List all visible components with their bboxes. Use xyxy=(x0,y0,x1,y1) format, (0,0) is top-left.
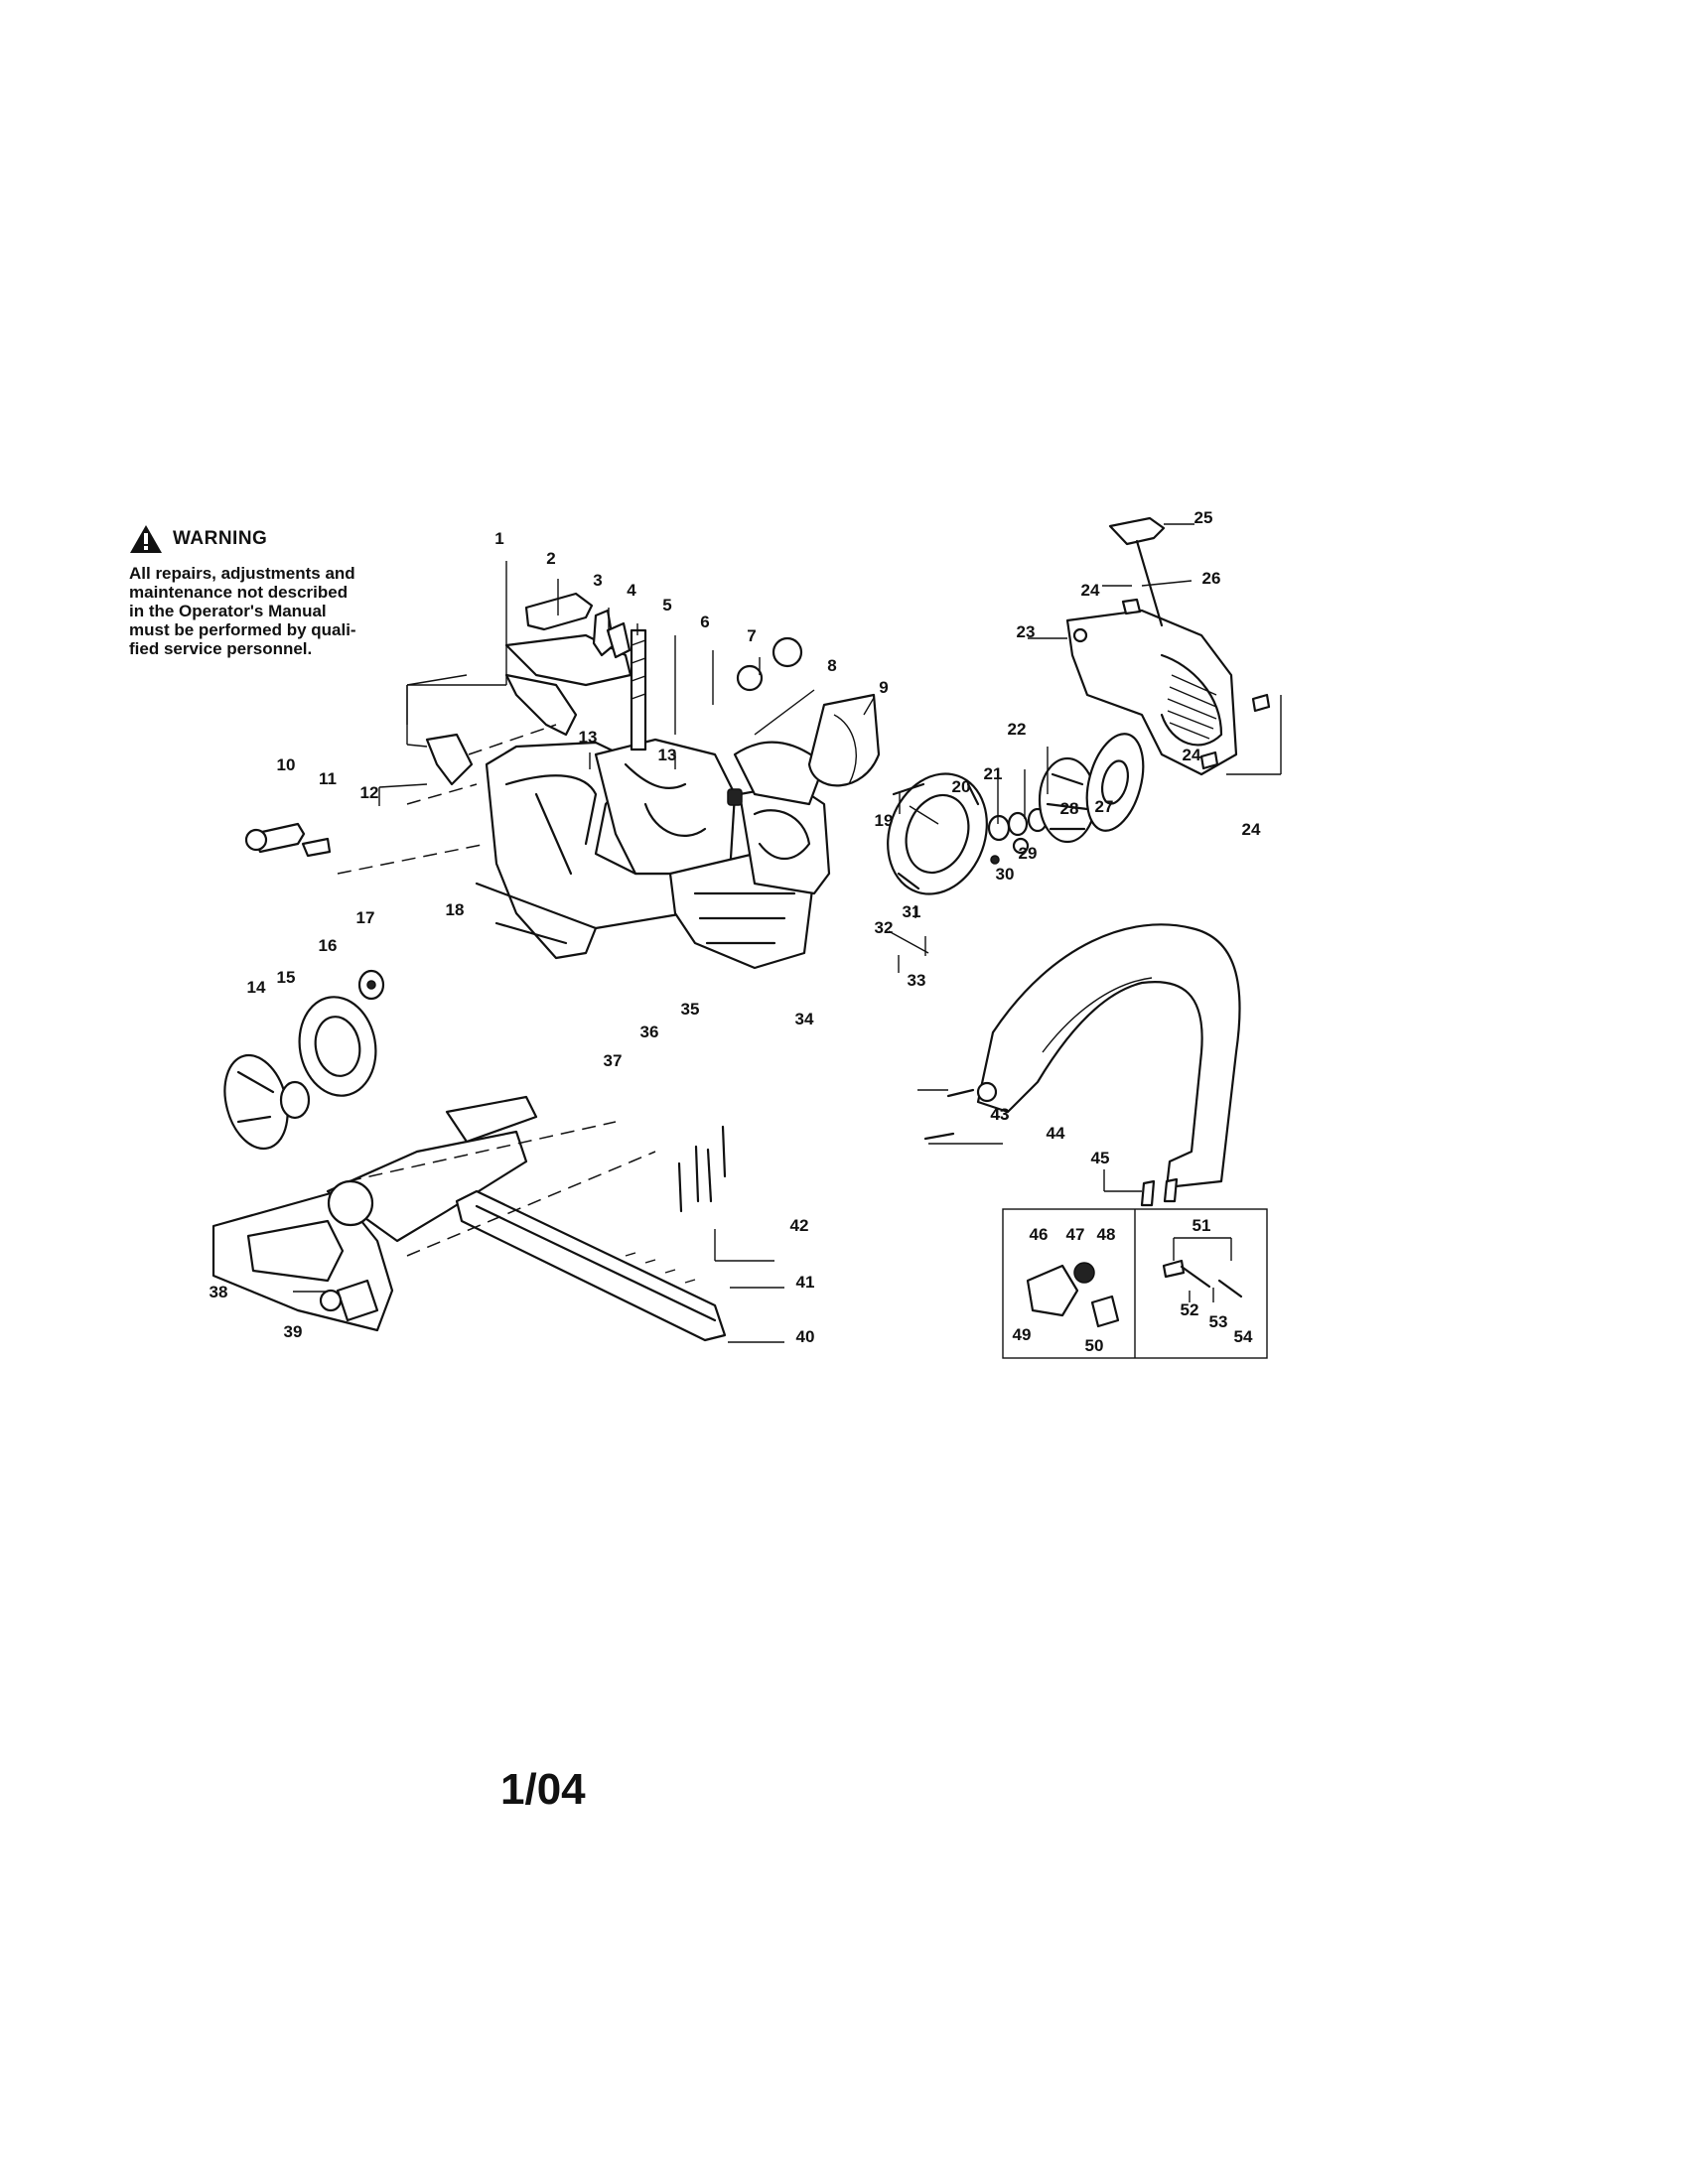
part-number-label: 33 xyxy=(908,971,926,990)
warning-notice: WARNING All repairs, adjustments and mai… xyxy=(129,524,417,658)
inset-detail-box xyxy=(1002,1208,1268,1359)
part-number-label: 53 xyxy=(1209,1312,1228,1331)
part-number-label: 2 xyxy=(546,549,555,568)
part-number-label: 34 xyxy=(795,1010,814,1028)
part-number-label: 5 xyxy=(662,596,671,614)
switch-parts xyxy=(524,592,647,751)
part-number-label: 10 xyxy=(277,755,296,774)
part-number-label: 20 xyxy=(952,777,971,796)
part-number-label: 44 xyxy=(1047,1124,1065,1143)
part-number-label: 9 xyxy=(879,678,888,697)
part-number-label: 13 xyxy=(579,728,598,747)
carb-parts xyxy=(727,636,881,806)
part-number-label: 16 xyxy=(319,936,338,955)
part-number-label: 22 xyxy=(1008,720,1027,739)
part-number-label: 43 xyxy=(991,1105,1010,1124)
part-number-label: 7 xyxy=(747,626,756,645)
part-number-label: 51 xyxy=(1193,1216,1211,1235)
part-number-label: 30 xyxy=(996,865,1015,884)
revision-date: 1/04 xyxy=(500,1765,586,1814)
part-number-label: 43 xyxy=(991,1105,1010,1124)
part-number-label: 19 xyxy=(875,811,894,830)
leader-lines xyxy=(293,523,1282,1343)
part-number-label: 28 xyxy=(1060,799,1079,818)
throttle-parts xyxy=(406,673,578,786)
warning-line: fied service personnel. xyxy=(129,639,313,659)
part-number-label: 39 xyxy=(284,1322,303,1341)
part-number-label: 13 xyxy=(658,746,677,764)
part-number-label: 1 xyxy=(494,529,503,548)
warning-title: WARNING xyxy=(173,528,268,549)
warning-line: in the Operator's Manual xyxy=(129,602,327,621)
part-number-label: 17 xyxy=(356,908,375,927)
part-number-label: 15 xyxy=(277,968,296,987)
part-number-label: 29 xyxy=(1019,844,1038,863)
part-number-label: 41 xyxy=(796,1273,815,1292)
bar-and-chain xyxy=(211,1095,727,1342)
clutch-drum-parts xyxy=(223,969,385,1151)
part-number-label: 18 xyxy=(446,900,465,919)
part-number-label: 4 xyxy=(627,581,636,600)
warning-line: All repairs, adjustments and xyxy=(129,564,355,583)
part-number-label: 48 xyxy=(1097,1225,1116,1244)
warning-line: maintenance not described xyxy=(129,583,349,603)
part-number-label: 46 xyxy=(1030,1225,1049,1244)
part-number-label: 32 xyxy=(875,918,894,937)
part-number-label: 50 xyxy=(1085,1336,1104,1355)
part-number-label: 3 xyxy=(593,571,602,590)
part-number-label: 36 xyxy=(640,1023,659,1041)
part-number-label: 25 xyxy=(1194,508,1213,527)
part-number-label: 37 xyxy=(604,1051,623,1070)
bar-bolts xyxy=(677,1125,727,1213)
part-number-label: 23 xyxy=(1017,622,1036,641)
front-handle xyxy=(923,923,1241,1207)
part-number-label: 49 xyxy=(1013,1325,1032,1344)
part-number-label: 47 xyxy=(1066,1225,1085,1244)
part-number-label: 11 xyxy=(319,769,337,788)
part-number-label: 14 xyxy=(247,978,266,997)
part-number-label: 24 xyxy=(1242,820,1261,839)
part-number-label: 6 xyxy=(700,613,709,631)
brake-parts xyxy=(244,783,488,875)
part-number-label: 54 xyxy=(1234,1327,1253,1346)
part-number-label: 27 xyxy=(1095,797,1114,816)
engine-housing xyxy=(475,633,831,970)
warning-triangle-icon xyxy=(130,525,162,553)
starter-housing xyxy=(1065,516,1271,776)
part-number-label: 24 xyxy=(1183,746,1201,764)
part-number-label: 26 xyxy=(1202,569,1221,588)
part-number-label: 8 xyxy=(827,656,836,675)
part-number-label: 21 xyxy=(984,764,1003,783)
part-number-label: 24 xyxy=(1081,581,1100,600)
part-number-label: 12 xyxy=(360,783,379,802)
part-number-label: 40 xyxy=(796,1327,815,1346)
part-number-label: 38 xyxy=(210,1283,228,1301)
part-number-label: 42 xyxy=(790,1216,809,1235)
part-number-label: 52 xyxy=(1181,1300,1199,1319)
part-number-label: 45 xyxy=(1091,1149,1110,1167)
part-number-label: 35 xyxy=(681,1000,700,1019)
warning-line: must be performed by quali- xyxy=(129,620,356,640)
flywheel-assembly xyxy=(887,733,1145,895)
warning-text: All repairs, adjustments and maintenance… xyxy=(129,564,417,658)
part-number-label: 31 xyxy=(903,902,921,921)
